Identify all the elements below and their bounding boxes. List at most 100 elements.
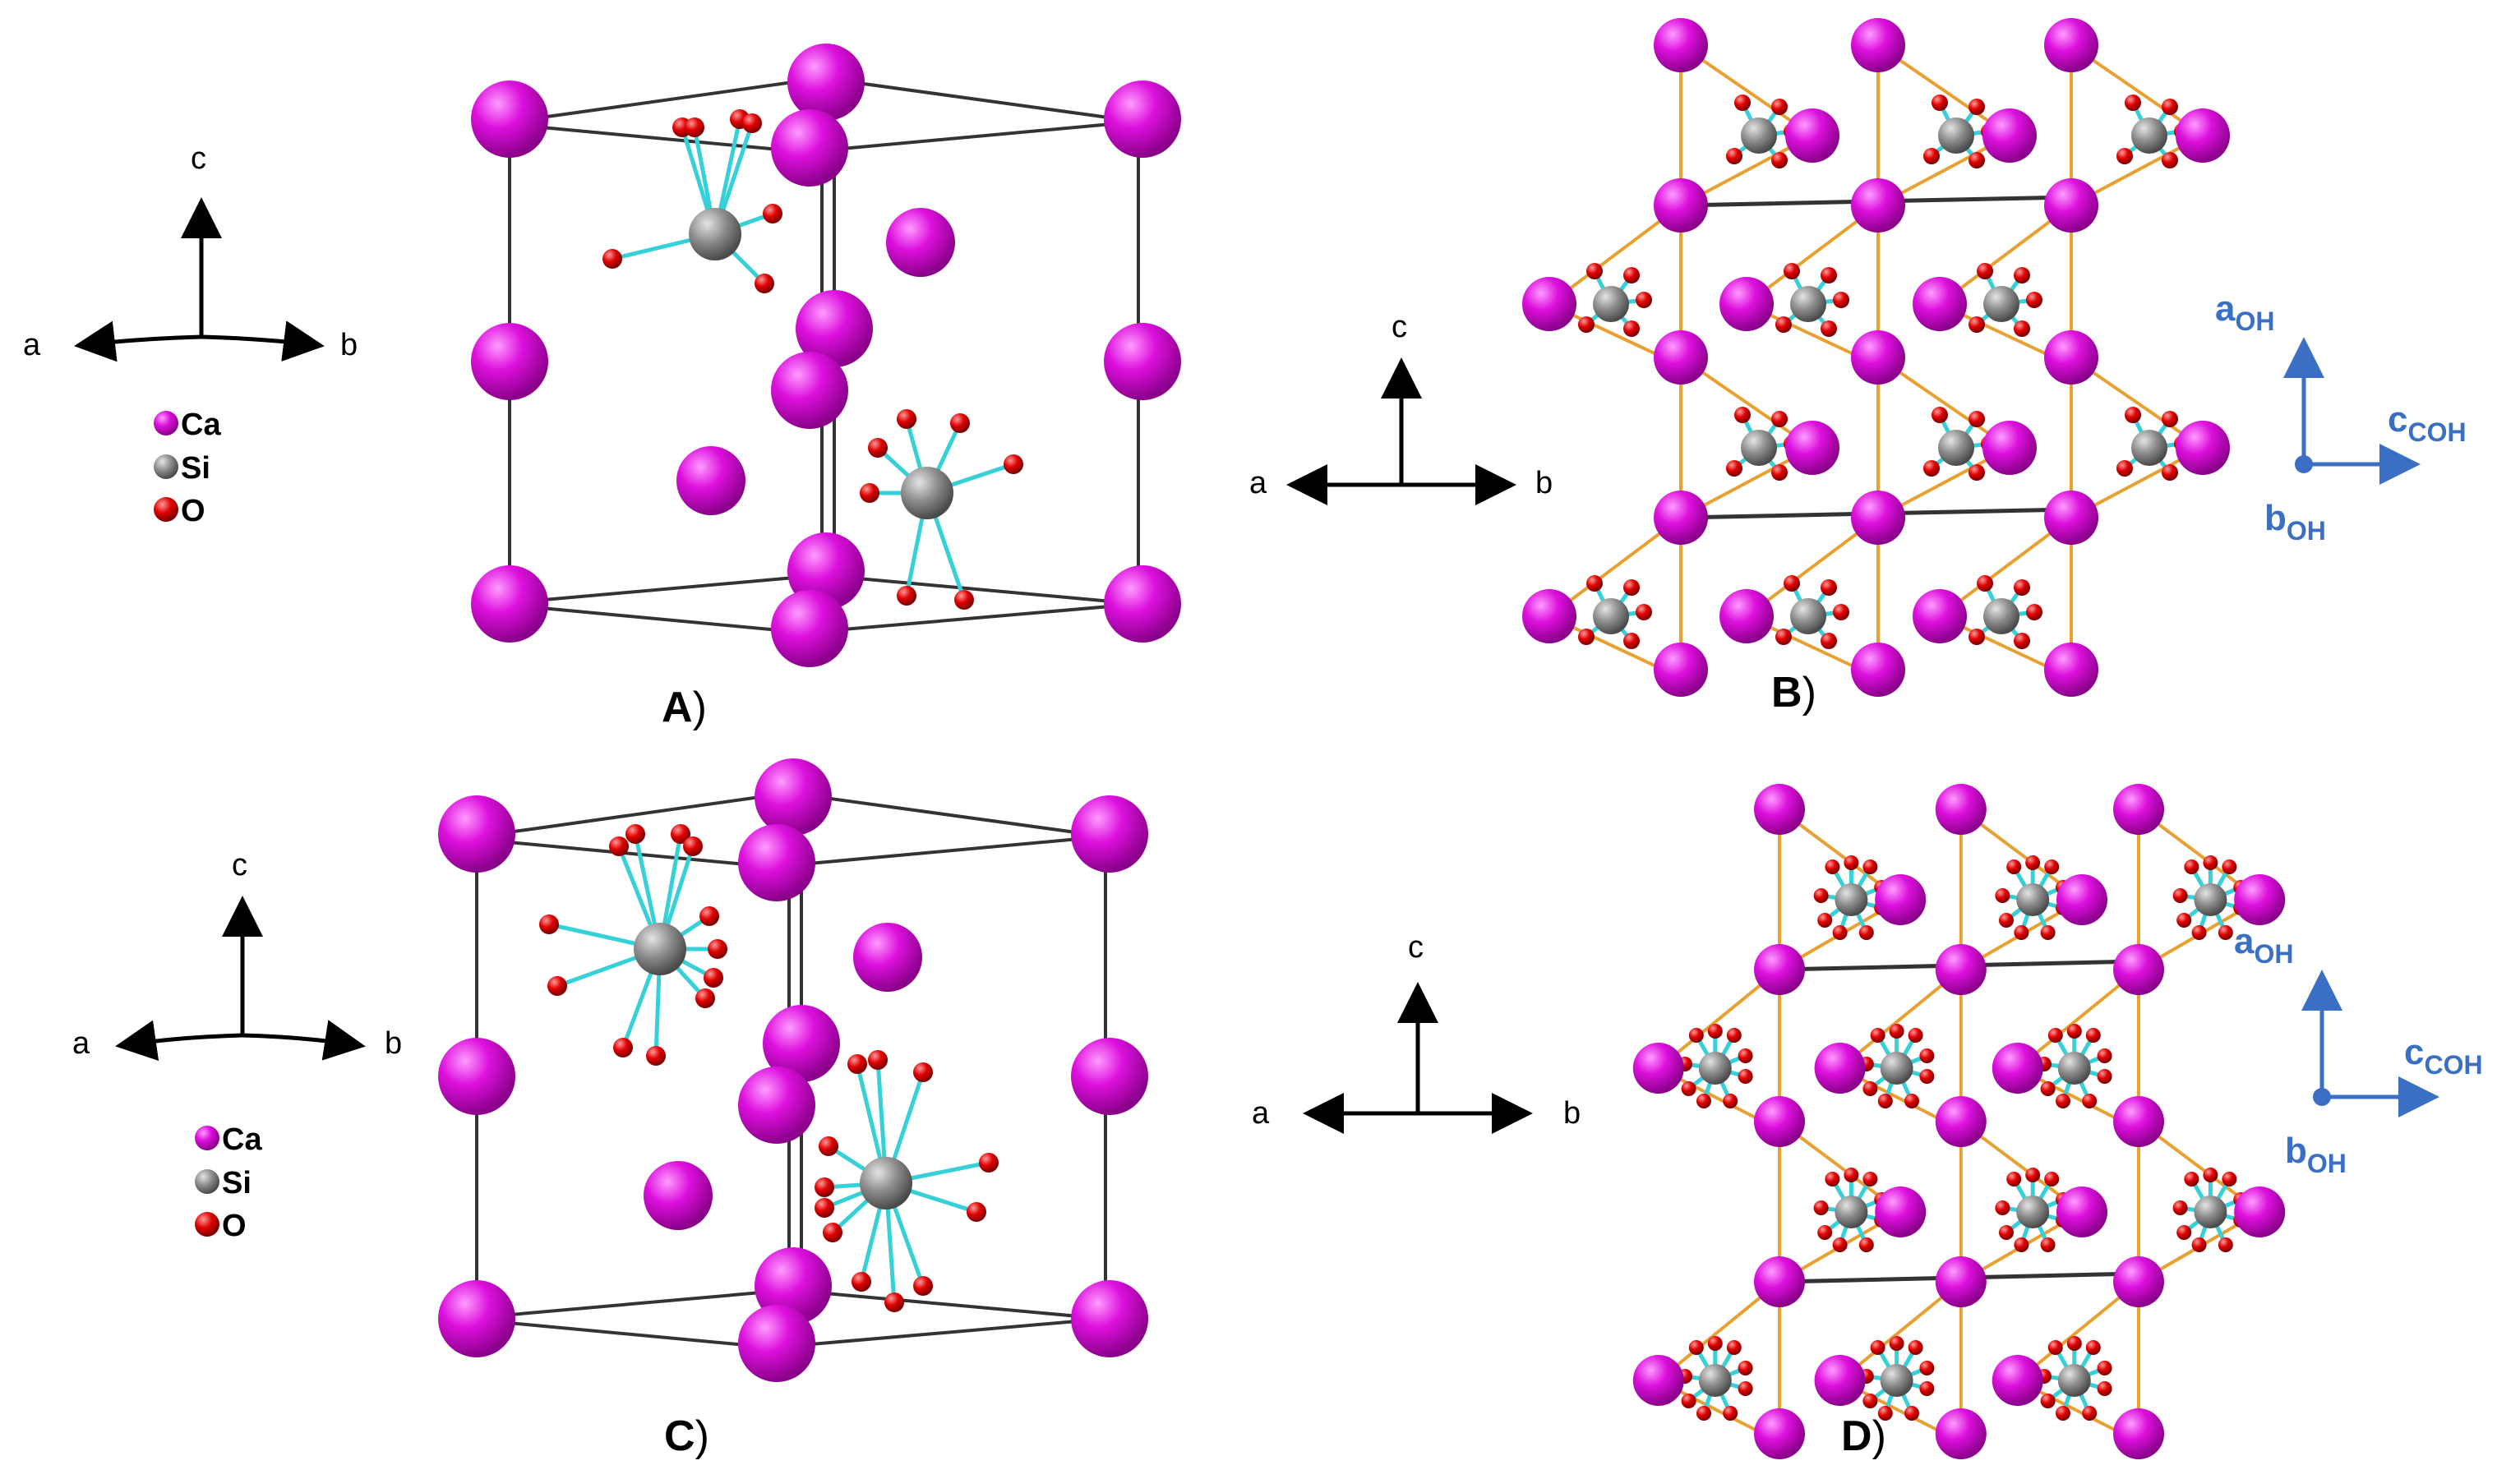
axis-triad-b-panel: c a b	[1249, 310, 1553, 505]
o-atom	[1726, 1028, 1742, 1043]
si-atom	[1698, 1052, 1732, 1085]
o-atom	[2014, 320, 2030, 337]
o-atom	[1623, 579, 1640, 596]
o-atom	[1696, 1094, 1711, 1108]
axis-triad-d-panel: c a b	[1252, 930, 1581, 1134]
o-atom	[1734, 407, 1751, 423]
o-atom	[823, 1223, 842, 1242]
o-atom	[1932, 407, 1948, 423]
o-atom	[1968, 464, 1985, 481]
o-atom	[1968, 152, 1985, 168]
o-atom	[2176, 913, 2192, 928]
o-atom	[1919, 1048, 1935, 1063]
ca-atom	[676, 446, 745, 515]
panel-a-unit-cell	[471, 44, 1181, 667]
o-atom	[699, 906, 719, 926]
o-atom	[755, 274, 774, 293]
cell-edge	[771, 1317, 1107, 1349]
o-atom	[2014, 267, 2030, 283]
ca-atom	[2044, 178, 2098, 233]
o-atom	[1862, 1172, 1878, 1186]
ca-atom	[1851, 178, 1905, 233]
axis-c-label: c	[1392, 310, 1407, 344]
o-atom	[1999, 913, 2014, 928]
o-atom	[1726, 1340, 1742, 1355]
o-atom	[2097, 1361, 2112, 1375]
ca-atom	[1851, 643, 1905, 697]
si-atom	[2016, 883, 2050, 916]
ca-atom	[1814, 1355, 1866, 1406]
axis-c-label: c	[1408, 930, 1424, 965]
ca-atom	[1875, 874, 1927, 925]
silicate-group	[602, 109, 782, 293]
ca-atom	[1851, 330, 1905, 385]
o-atom	[1889, 1336, 1904, 1351]
ca-atom	[2044, 491, 2098, 545]
o-atom	[2066, 1024, 2082, 1039]
ca-atom	[2234, 1186, 2286, 1237]
o-atom	[2222, 1172, 2237, 1186]
o-atom	[1923, 460, 1940, 477]
legend-bottom: Ca Si O	[195, 1122, 262, 1243]
o-atom	[1870, 1028, 1885, 1043]
o-atom	[1919, 1069, 1935, 1084]
o-atom	[2085, 1028, 2101, 1043]
cell-edge	[496, 602, 807, 634]
axis-a-label: a	[23, 328, 41, 362]
o-atom	[609, 836, 629, 856]
o-atom	[683, 836, 703, 856]
o-atom	[897, 409, 916, 429]
ca-atom	[1071, 795, 1148, 873]
silicate-group	[1578, 263, 1652, 337]
cell-edge	[524, 791, 791, 832]
o-atom	[1636, 604, 1652, 620]
ca-atom	[2113, 1408, 2164, 1459]
si-atom	[2194, 1196, 2227, 1228]
o-atom	[602, 249, 622, 269]
legend-si-swatch	[195, 1169, 219, 1194]
si-atom	[1790, 598, 1826, 634]
framework-bond	[1838, 1280, 1963, 1382]
o-atom	[2162, 464, 2178, 481]
o-atom	[1977, 575, 1993, 592]
silicate-group	[539, 824, 727, 1066]
o-atom	[1723, 1406, 1738, 1421]
o-atom	[2184, 1172, 2199, 1186]
ca-atom	[1935, 1408, 1987, 1459]
o-atom	[625, 824, 645, 844]
ca-atom	[771, 352, 848, 429]
si-atom	[2194, 883, 2227, 916]
silicate-group	[860, 409, 1023, 610]
o-atom	[1995, 1200, 2010, 1215]
o-atom	[1833, 292, 1849, 308]
o-atom	[1825, 859, 1840, 874]
ca-atom	[738, 1067, 815, 1144]
framework-bond	[1548, 516, 1682, 618]
cell-edge	[771, 835, 1107, 869]
ca-atom	[886, 208, 955, 277]
o-atom	[2044, 1172, 2060, 1186]
silicate-group	[1775, 263, 1849, 337]
o-atom	[1817, 913, 1833, 928]
o-atom	[1844, 1168, 1859, 1182]
axis-a-label: a	[72, 1026, 90, 1061]
cell-edge	[463, 1288, 791, 1320]
ca-atom	[471, 565, 548, 643]
oh-a-label: aOH	[2215, 288, 2274, 336]
panel-label-d: D)	[1841, 1412, 1886, 1460]
o-atom	[1870, 1340, 1885, 1355]
ca-atom	[755, 758, 832, 836]
o-atom	[2184, 859, 2199, 874]
o-atom	[1995, 888, 2010, 903]
o-atom	[1862, 1081, 1878, 1096]
si-atom	[860, 1157, 912, 1209]
ca-atom	[1982, 421, 2037, 475]
o-atom	[1832, 925, 1848, 940]
o-atom	[2172, 888, 2188, 903]
oh-b-label: bOH	[2264, 498, 2326, 546]
framework-bond	[1938, 204, 2073, 306]
o-atom	[1004, 454, 1023, 474]
o-atom	[763, 204, 782, 223]
o-atom	[1681, 1081, 1696, 1096]
